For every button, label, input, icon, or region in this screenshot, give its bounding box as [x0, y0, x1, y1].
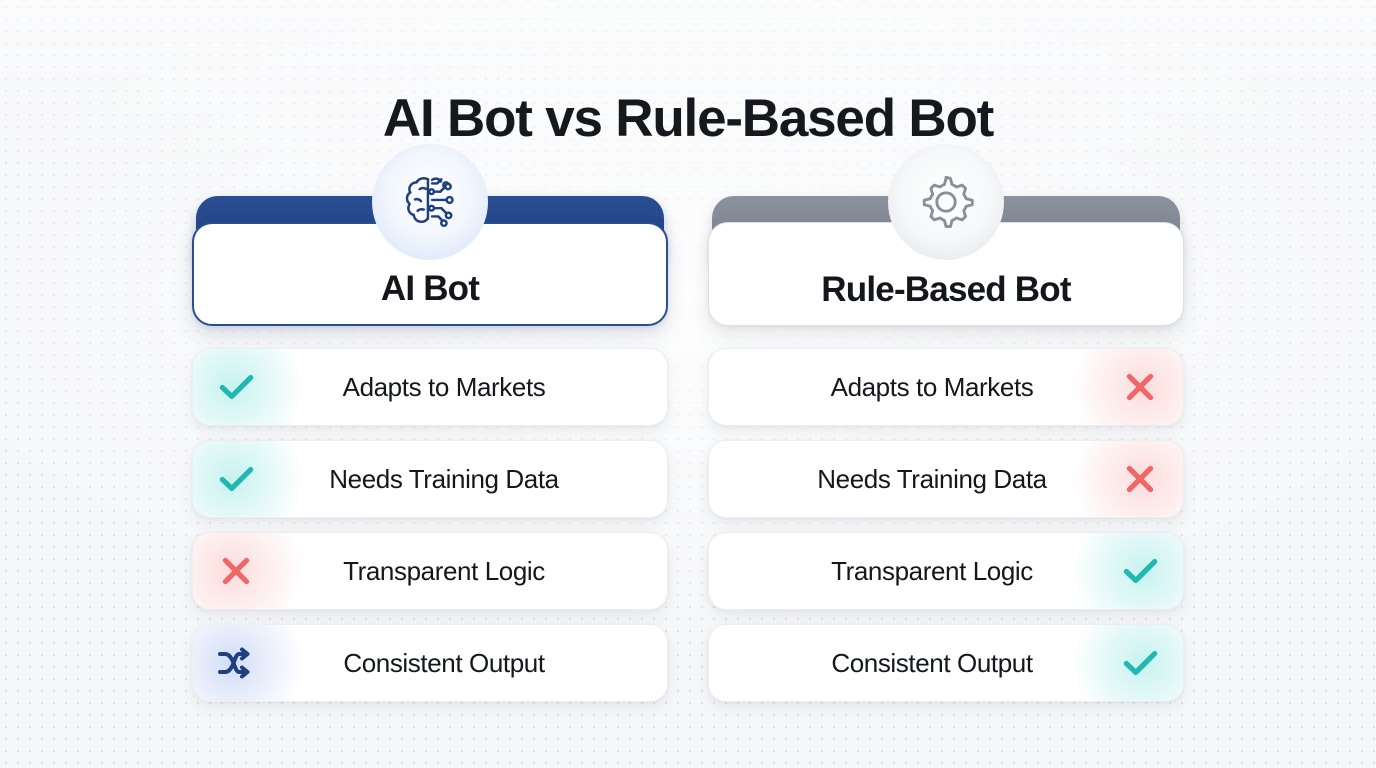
feature-row-needs-training-data-rule[interactable]: Needs Training Data — [708, 440, 1184, 518]
feature-label: Needs Training Data — [817, 463, 1047, 494]
check-icon — [1097, 642, 1183, 684]
cross-icon — [1097, 368, 1183, 406]
feature-row-transparent-logic-rule[interactable]: Transparent Logic — [708, 532, 1184, 610]
page-title: AI Bot vs Rule-Based Bot — [382, 88, 994, 148]
check-icon — [193, 458, 279, 500]
shuffle-icon — [193, 641, 279, 685]
header-title-rule-based-bot: Rule-Based Bot — [821, 270, 1071, 309]
feature-label: Transparent Logic — [831, 555, 1033, 586]
feature-row-consistent-output-ai[interactable]: Consistent Output — [192, 624, 668, 702]
cross-icon — [193, 552, 279, 590]
comparison-column-ai-bot: AI Bot Adapts to Markets — [192, 144, 668, 716]
feature-label: Needs Training Data — [329, 463, 559, 494]
feature-row-adapts-to-markets-rule[interactable]: Adapts to Markets — [708, 348, 1184, 426]
feature-row-needs-training-data-ai[interactable]: Needs Training Data — [192, 440, 668, 518]
comparison-column-rule-based-bot: Rule-Based Bot Adapts to Markets Needs T… — [708, 144, 1184, 716]
feature-label: Consistent Output — [831, 647, 1033, 678]
feature-row-adapts-to-markets-ai[interactable]: Adapts to Markets — [192, 348, 668, 426]
brain-circuit-icon — [372, 144, 488, 260]
header-card-ai-bot[interactable]: AI Bot — [192, 222, 668, 326]
column-header-ai-bot: AI Bot — [192, 144, 668, 326]
check-icon — [1097, 550, 1183, 592]
feature-label: Transparent Logic — [343, 555, 545, 586]
feature-label: Adapts to Markets — [830, 371, 1034, 402]
feature-row-consistent-output-rule[interactable]: Consistent Output — [708, 624, 1184, 702]
cross-icon — [1097, 460, 1183, 498]
feature-list-rule-based-bot: Adapts to Markets Needs Training Data — [708, 348, 1184, 702]
column-header-rule-based-bot: Rule-Based Bot — [708, 144, 1184, 326]
check-icon — [193, 366, 279, 408]
feature-row-transparent-logic-ai[interactable]: Transparent Logic — [192, 532, 668, 610]
header-title-ai-bot: AI Bot — [380, 269, 480, 308]
gear-icon — [888, 144, 1004, 260]
feature-list-ai-bot: Adapts to Markets Needs Training Data — [192, 348, 668, 702]
feature-label: Consistent Output — [343, 647, 545, 678]
feature-label: Adapts to Markets — [342, 371, 546, 402]
